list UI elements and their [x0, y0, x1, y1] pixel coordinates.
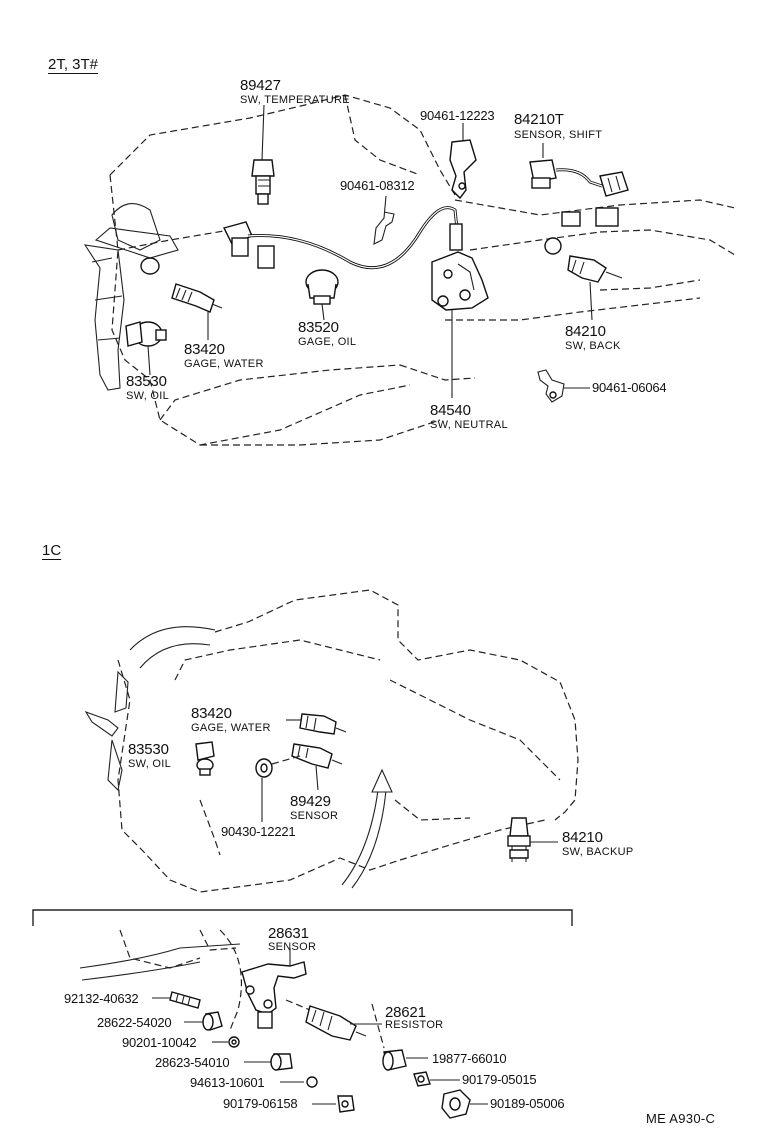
section-title-bottom: 1C [42, 542, 62, 559]
part-desc-84210T: SENSOR, SHIFT [514, 129, 603, 141]
clip-90461-12223-drawing [449, 123, 477, 200]
switch-83530-top-drawing [125, 321, 167, 376]
part-number-90461-12223: 90461-12223 [420, 108, 495, 123]
part-number-90179-05015: 90179-05015 [462, 1072, 537, 1087]
part-desc-84540: SW, NEUTRAL [430, 419, 508, 431]
bracket-28631-drawing [241, 948, 307, 1029]
part-number-84210-top: 84210 [565, 323, 606, 340]
part-number-90461-06064: 90461-06064 [592, 380, 667, 395]
part-number-90189-05006: 90189-05006 [490, 1096, 565, 1111]
section-title-top: 2T, 3T# [48, 56, 99, 73]
part-number-84540: 84540 [430, 402, 471, 419]
part-number-83520: 83520 [298, 319, 339, 336]
part-number-90201-10042: 90201-10042 [122, 1035, 197, 1050]
part-number-89429: 89429 [290, 793, 331, 810]
part-number-94613-10601: 94613-10601 [190, 1075, 265, 1090]
clip-90461-08312-drawing [373, 195, 395, 245]
part-number-28622-54020: 28622-54020 [97, 1015, 172, 1030]
part-number-89427: 89427 [240, 77, 281, 94]
switch-84210-top-drawing [567, 255, 623, 321]
top-engine-outline [83, 94, 736, 446]
nut-90189-05006-drawing [441, 1089, 488, 1119]
gasket-90430-drawing [255, 755, 301, 822]
stud-92132-drawing [152, 991, 201, 1009]
switch-83530-bottom-drawing [195, 741, 215, 776]
harness-connector-drawing [222, 206, 460, 270]
part-number-28621: 28621 [385, 1004, 426, 1021]
sensor-89429-drawing [291, 743, 343, 791]
part-desc-89427: SW, TEMPERATURE [240, 94, 350, 106]
part-desc-83420-top: GAGE, WATER [184, 358, 264, 370]
part-desc-83530-top: SW, OIL [126, 390, 170, 402]
part-number-83530-top: 83530 [126, 373, 167, 390]
gage-83520-drawing [305, 269, 339, 321]
part-desc-28631: SENSOR [268, 941, 317, 953]
nut-90179-05015-drawing [413, 1071, 460, 1087]
part-number-92132-40632: 92132-40632 [64, 991, 139, 1006]
part-desc-84210-bottom: SW, BACKUP [562, 846, 634, 858]
part-number-90461-08312: 90461-08312 [340, 178, 415, 193]
part-desc-83520: GAGE, OIL [298, 336, 357, 348]
part-number-83420-top: 83420 [184, 341, 225, 358]
nut-90179-06158-drawing [312, 1095, 355, 1113]
part-desc-84210-top: SW, BACK [565, 340, 621, 352]
bushing-28622-drawing [184, 1011, 223, 1031]
sensor-84210T-drawing [529, 143, 629, 197]
part-number-83420-bottom: 83420 [191, 705, 232, 722]
inset-frame [32, 909, 573, 1031]
part-89427-drawing [251, 104, 275, 205]
part-number-83530-bottom: 83530 [128, 741, 169, 758]
gage-83420-bottom-drawing [286, 713, 347, 735]
part-desc-83420-bottom: GAGE, WATER [191, 722, 271, 734]
part-number-84210-bottom: 84210 [562, 829, 603, 846]
gage-83420-top-drawing [171, 283, 223, 340]
part-number-28631: 28631 [268, 925, 309, 942]
resistor-28621-drawing [285, 999, 385, 1049]
switch-84540-drawing [431, 223, 489, 398]
part-desc-89429: SENSOR [290, 810, 339, 822]
washer-90201-drawing [212, 1036, 240, 1048]
bushing-19877-drawing [382, 1049, 428, 1071]
part-desc-83530-bottom: SW, OIL [128, 758, 172, 770]
part-desc-28621: RESISTOR [385, 1019, 444, 1031]
part-number-90179-06158: 90179-06158 [223, 1096, 298, 1111]
part-number-90430-12221: 90430-12221 [221, 824, 296, 839]
part-number-19877-66010: 19877-66010 [432, 1051, 507, 1066]
clip-90461-06064-drawing [537, 369, 590, 403]
bushing-28623-drawing [244, 1053, 293, 1071]
part-number-28623-54010: 28623-54010 [155, 1055, 230, 1070]
figure-code: ME A930-C [646, 1111, 716, 1126]
switch-84210-bottom-drawing [507, 817, 558, 862]
washer-94613-drawing [280, 1076, 318, 1088]
part-number-84210T: 84210T [514, 111, 564, 128]
